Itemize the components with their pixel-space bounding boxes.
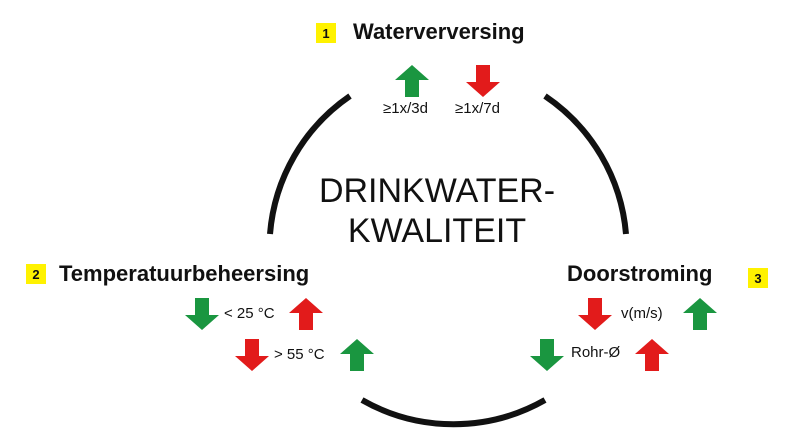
- label-water-down: ≥1x/7d: [455, 100, 500, 117]
- section-number-badge-2: 2: [26, 264, 46, 284]
- center-title-line1: DRINKWATER-: [318, 172, 556, 210]
- heading-temperatuurbeheersing: Temperatuurbeheersing: [59, 261, 310, 286]
- section-number-badge-1: 1: [316, 23, 336, 43]
- arrow-up-icon: [683, 298, 717, 330]
- arrow-up-icon: [395, 65, 429, 97]
- arrow-down-icon: [530, 339, 564, 371]
- arrow-down-icon: [185, 298, 219, 330]
- arrow-down-icon: [578, 298, 612, 330]
- heading-waterverversing: Waterverversing: [353, 19, 525, 44]
- arrow-down-icon: [466, 65, 500, 97]
- label-flow-row2: Rohr-Ø: [571, 344, 621, 361]
- ring-arc-bottom: [360, 397, 547, 428]
- arrow-up-icon: [635, 339, 669, 371]
- label-water-up: ≥1x/3d: [383, 100, 428, 117]
- section-number-badge-3: 3: [748, 268, 768, 288]
- label-temp-row1: < 25 °C: [224, 305, 275, 322]
- ring-arc-top-left: [267, 93, 352, 235]
- center-title-line2: KWALITEIT: [347, 212, 527, 250]
- label-temp-row2: > 55 °C: [274, 346, 325, 363]
- arrow-up-icon: [289, 298, 323, 330]
- ring-arc-top-right: [543, 93, 629, 235]
- label-flow-row1: v(m/s): [621, 305, 663, 322]
- arrow-up-icon: [340, 339, 374, 371]
- heading-doorstroming: Doorstroming: [567, 261, 713, 286]
- arrow-down-icon: [235, 339, 269, 371]
